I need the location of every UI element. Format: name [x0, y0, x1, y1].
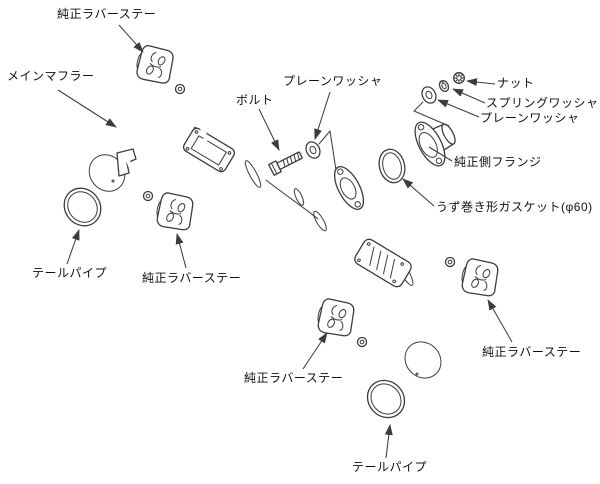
leader-plain-washer-right [437, 99, 480, 118]
bolt-graphic [268, 151, 303, 176]
label-main-muffler: メインマフラー [7, 69, 95, 83]
tail-pipe-left-graphic [63, 152, 128, 227]
main-muffler-assembly [63, 83, 345, 227]
leader-stay-left [175, 233, 187, 269]
top-hanger-rod [174, 83, 209, 142]
rear-muffler-bracket [354, 238, 412, 288]
leader-main-muffler [57, 89, 117, 128]
leader-tail-pipe-bottom [384, 424, 393, 459]
rubber-stay-left-graphic [153, 190, 197, 233]
plain-washer-left-graphic [305, 141, 321, 159]
leader-stay-top [118, 24, 144, 53]
leader-stock-flange [428, 146, 453, 162]
rubber-stay-top-graphic [132, 43, 177, 87]
rubber-stay-bottom-graphic [314, 296, 358, 339]
leader-tail-pipe-left [66, 229, 80, 265]
rear-pipe-assembly [275, 185, 460, 419]
label-stay-top: 純正ラバーステー [57, 7, 157, 21]
left-hanger-rod [116, 148, 154, 202]
label-plain-washer-right: プレーンワッシャ [480, 111, 580, 125]
plain-washer-right-graphic [421, 86, 437, 104]
rear-hanger-rod [399, 248, 456, 268]
nut-graphic [453, 72, 465, 84]
top-muffler-bracket [182, 127, 236, 173]
leader-stay-bottom [302, 332, 328, 370]
label-stock-flange: 純正側フランジ [454, 155, 542, 169]
label-stay-bottom-right: 純正ラバーステー [482, 345, 582, 359]
leader-spiral-gasket [402, 178, 435, 207]
leader-stay-right [487, 299, 513, 343]
leader-bolt [258, 108, 280, 151]
tail-pipe-bottom-graphic [366, 339, 444, 419]
spring-washer-graphic [438, 80, 450, 92]
label-plain-washer-left: プレーンワッシャ [283, 74, 383, 88]
leader-spring-washer [452, 88, 486, 104]
label-nut: ナット [497, 76, 535, 90]
label-stay-mid-left: 純正ラバーステー [142, 271, 242, 285]
spiral-gasket-graphic [378, 148, 406, 184]
label-tail-pipe-left: テールパイプ [32, 266, 108, 280]
leader-plain-washer-left [314, 91, 331, 140]
label-spiral-gasket: うず巻き形ガスケット(φ60) [436, 200, 593, 214]
bolt-alignment-line [318, 130, 337, 171]
label-tail-pipe-bottom: テールパイプ [352, 460, 428, 474]
leader-nut [466, 78, 496, 87]
label-spring-washer: スプリングワッシャ [486, 96, 599, 110]
label-stay-bottom-mid: 純正ラバーステー [244, 371, 344, 385]
muffler-side-flange-graphic [333, 166, 365, 210]
rubber-stay-right-graphic [458, 256, 502, 299]
nut-alignment-line [413, 101, 450, 127]
stock-flange-graphic [414, 121, 456, 167]
label-bolt: ボルト [236, 93, 274, 107]
